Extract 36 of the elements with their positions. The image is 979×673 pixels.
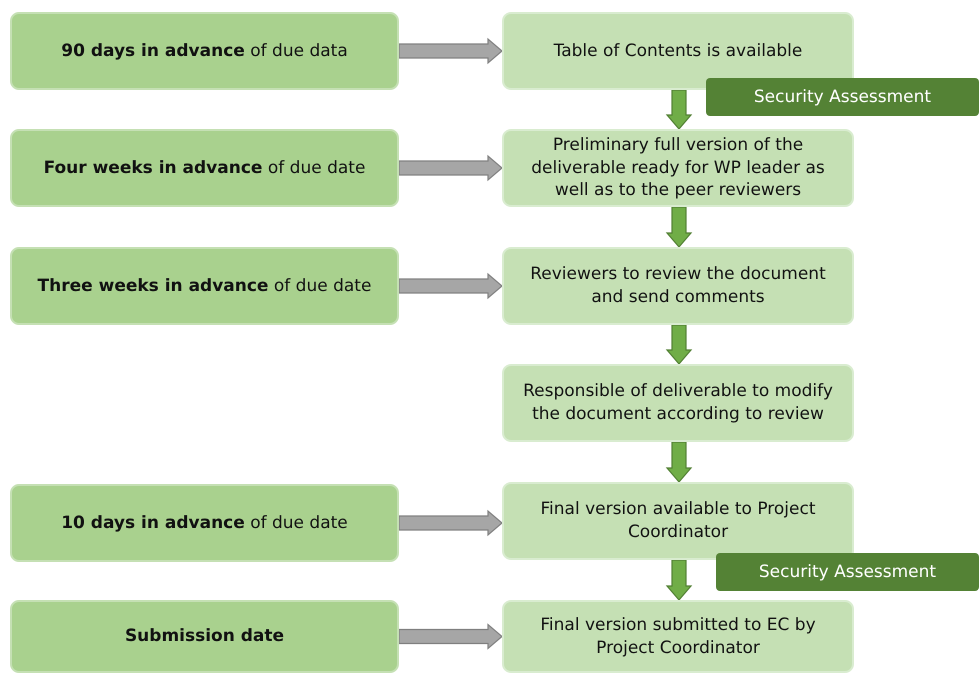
- security-assessment-tag: [716, 553, 979, 591]
- timing-box: [10, 12, 399, 90]
- block-arrow: [666, 559, 692, 601]
- task-box: [502, 129, 854, 207]
- block-arrow: [666, 324, 692, 365]
- block-arrow: [398, 623, 503, 650]
- task-box: [502, 600, 854, 673]
- block-arrow: [666, 441, 692, 483]
- step-text: Table of Contents is available: [554, 40, 802, 62]
- step-text: Security Assessment: [758, 560, 936, 584]
- timing-box: [10, 129, 399, 207]
- step-text: Security Assessment: [754, 86, 932, 108]
- step-text: Four weeks in advance of due date: [44, 156, 366, 180]
- step-text: Final version available to Project Coordinator: [539, 498, 817, 544]
- step-text: Reviewers to review the document and send comments: [529, 263, 827, 309]
- step-text: Final version submitted to EC by Project Coordinator: [539, 614, 817, 660]
- step-text: Responsible of deliverable to modify the document according to review: [522, 380, 834, 426]
- step-text: 90 days in advance of due data: [61, 40, 348, 62]
- task-box: [502, 482, 854, 560]
- timing-box: [10, 247, 399, 325]
- block-arrow: [666, 206, 692, 248]
- step-text: Preliminary full version of the deliverable ready for WP leader as well as to the peer reviewers: [530, 134, 826, 202]
- step-text: 10 days in advance of due date: [61, 512, 348, 534]
- task-box: [502, 247, 854, 325]
- step-text: Three weeks in advance of due date: [38, 274, 372, 298]
- task-box: [502, 364, 854, 442]
- block-arrow: [398, 38, 503, 64]
- block-arrow: [398, 272, 503, 300]
- step-text: Submission date: [124, 625, 284, 648]
- block-arrow: [666, 89, 692, 130]
- timing-box: [10, 600, 399, 673]
- timing-box: [10, 484, 399, 562]
- block-arrow: [398, 510, 503, 536]
- block-arrow: [398, 154, 503, 182]
- task-box: [502, 12, 854, 90]
- security-assessment-tag: [706, 78, 979, 116]
